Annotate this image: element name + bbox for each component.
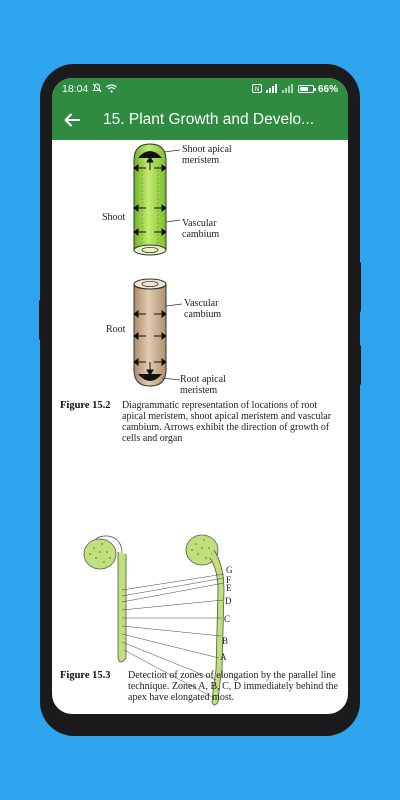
wifi-icon <box>106 83 118 95</box>
vascular-cambium-shoot-label: Vascular cambium <box>182 218 220 240</box>
root-apical-meristem-label: Root apical meristem <box>180 374 226 396</box>
zone-label-g: G <box>226 565 233 575</box>
mute-bell-icon <box>92 83 102 95</box>
figure-15-3-diagram <box>83 534 225 706</box>
vascular-cambium-root-label: Vascular cambium <box>184 298 222 320</box>
arrow-left-icon <box>64 113 80 127</box>
back-button[interactable] <box>52 100 92 140</box>
zone-label-a: A <box>220 652 227 662</box>
zone-label-c: C <box>224 614 231 624</box>
zone-label-e: E <box>226 583 232 593</box>
figure-15-2-number: Figure 15.2 <box>60 400 111 411</box>
figure-15-2-caption: Diagrammatic representation of locations… <box>122 400 332 444</box>
zone-label-d: D <box>225 596 232 606</box>
page-title: 15. Plant Growth and Develo... <box>103 111 315 128</box>
zone-label-f: F <box>226 575 232 585</box>
root-label: Root <box>106 324 126 335</box>
phone-side-button <box>358 345 361 385</box>
svg-text:N: N <box>255 85 260 92</box>
figure-15-3-caption: Detection of zones of elongation by the … <box>128 670 338 703</box>
shoot-label: Shoot <box>102 212 126 223</box>
battery-icon <box>297 85 316 93</box>
app-bar: 15. Plant Growth and Develo... <box>52 100 348 140</box>
figure-15-3-number: Figure 15.3 <box>60 670 111 681</box>
signal-icon <box>281 83 294 95</box>
phone-side-button <box>39 300 42 340</box>
content-page[interactable]: Shoot apical meristem Shoot Vascular cam… <box>52 140 348 714</box>
zone-label-b: B <box>222 636 229 646</box>
phone-side-button <box>358 262 361 312</box>
nfc-icon: N <box>251 83 262 95</box>
status-bar: 18:04 N 66% <box>52 78 348 100</box>
figure-15-2-diagram <box>133 143 183 387</box>
battery-percent: 66% <box>317 83 338 95</box>
battery-level <box>299 87 308 91</box>
phone-screen: 18:04 N 66% 15 <box>52 78 348 714</box>
shoot-apical-meristem-label: Shoot apical meristem <box>182 144 232 166</box>
status-time: 18:04 <box>62 83 89 95</box>
signal-icon <box>265 83 278 95</box>
